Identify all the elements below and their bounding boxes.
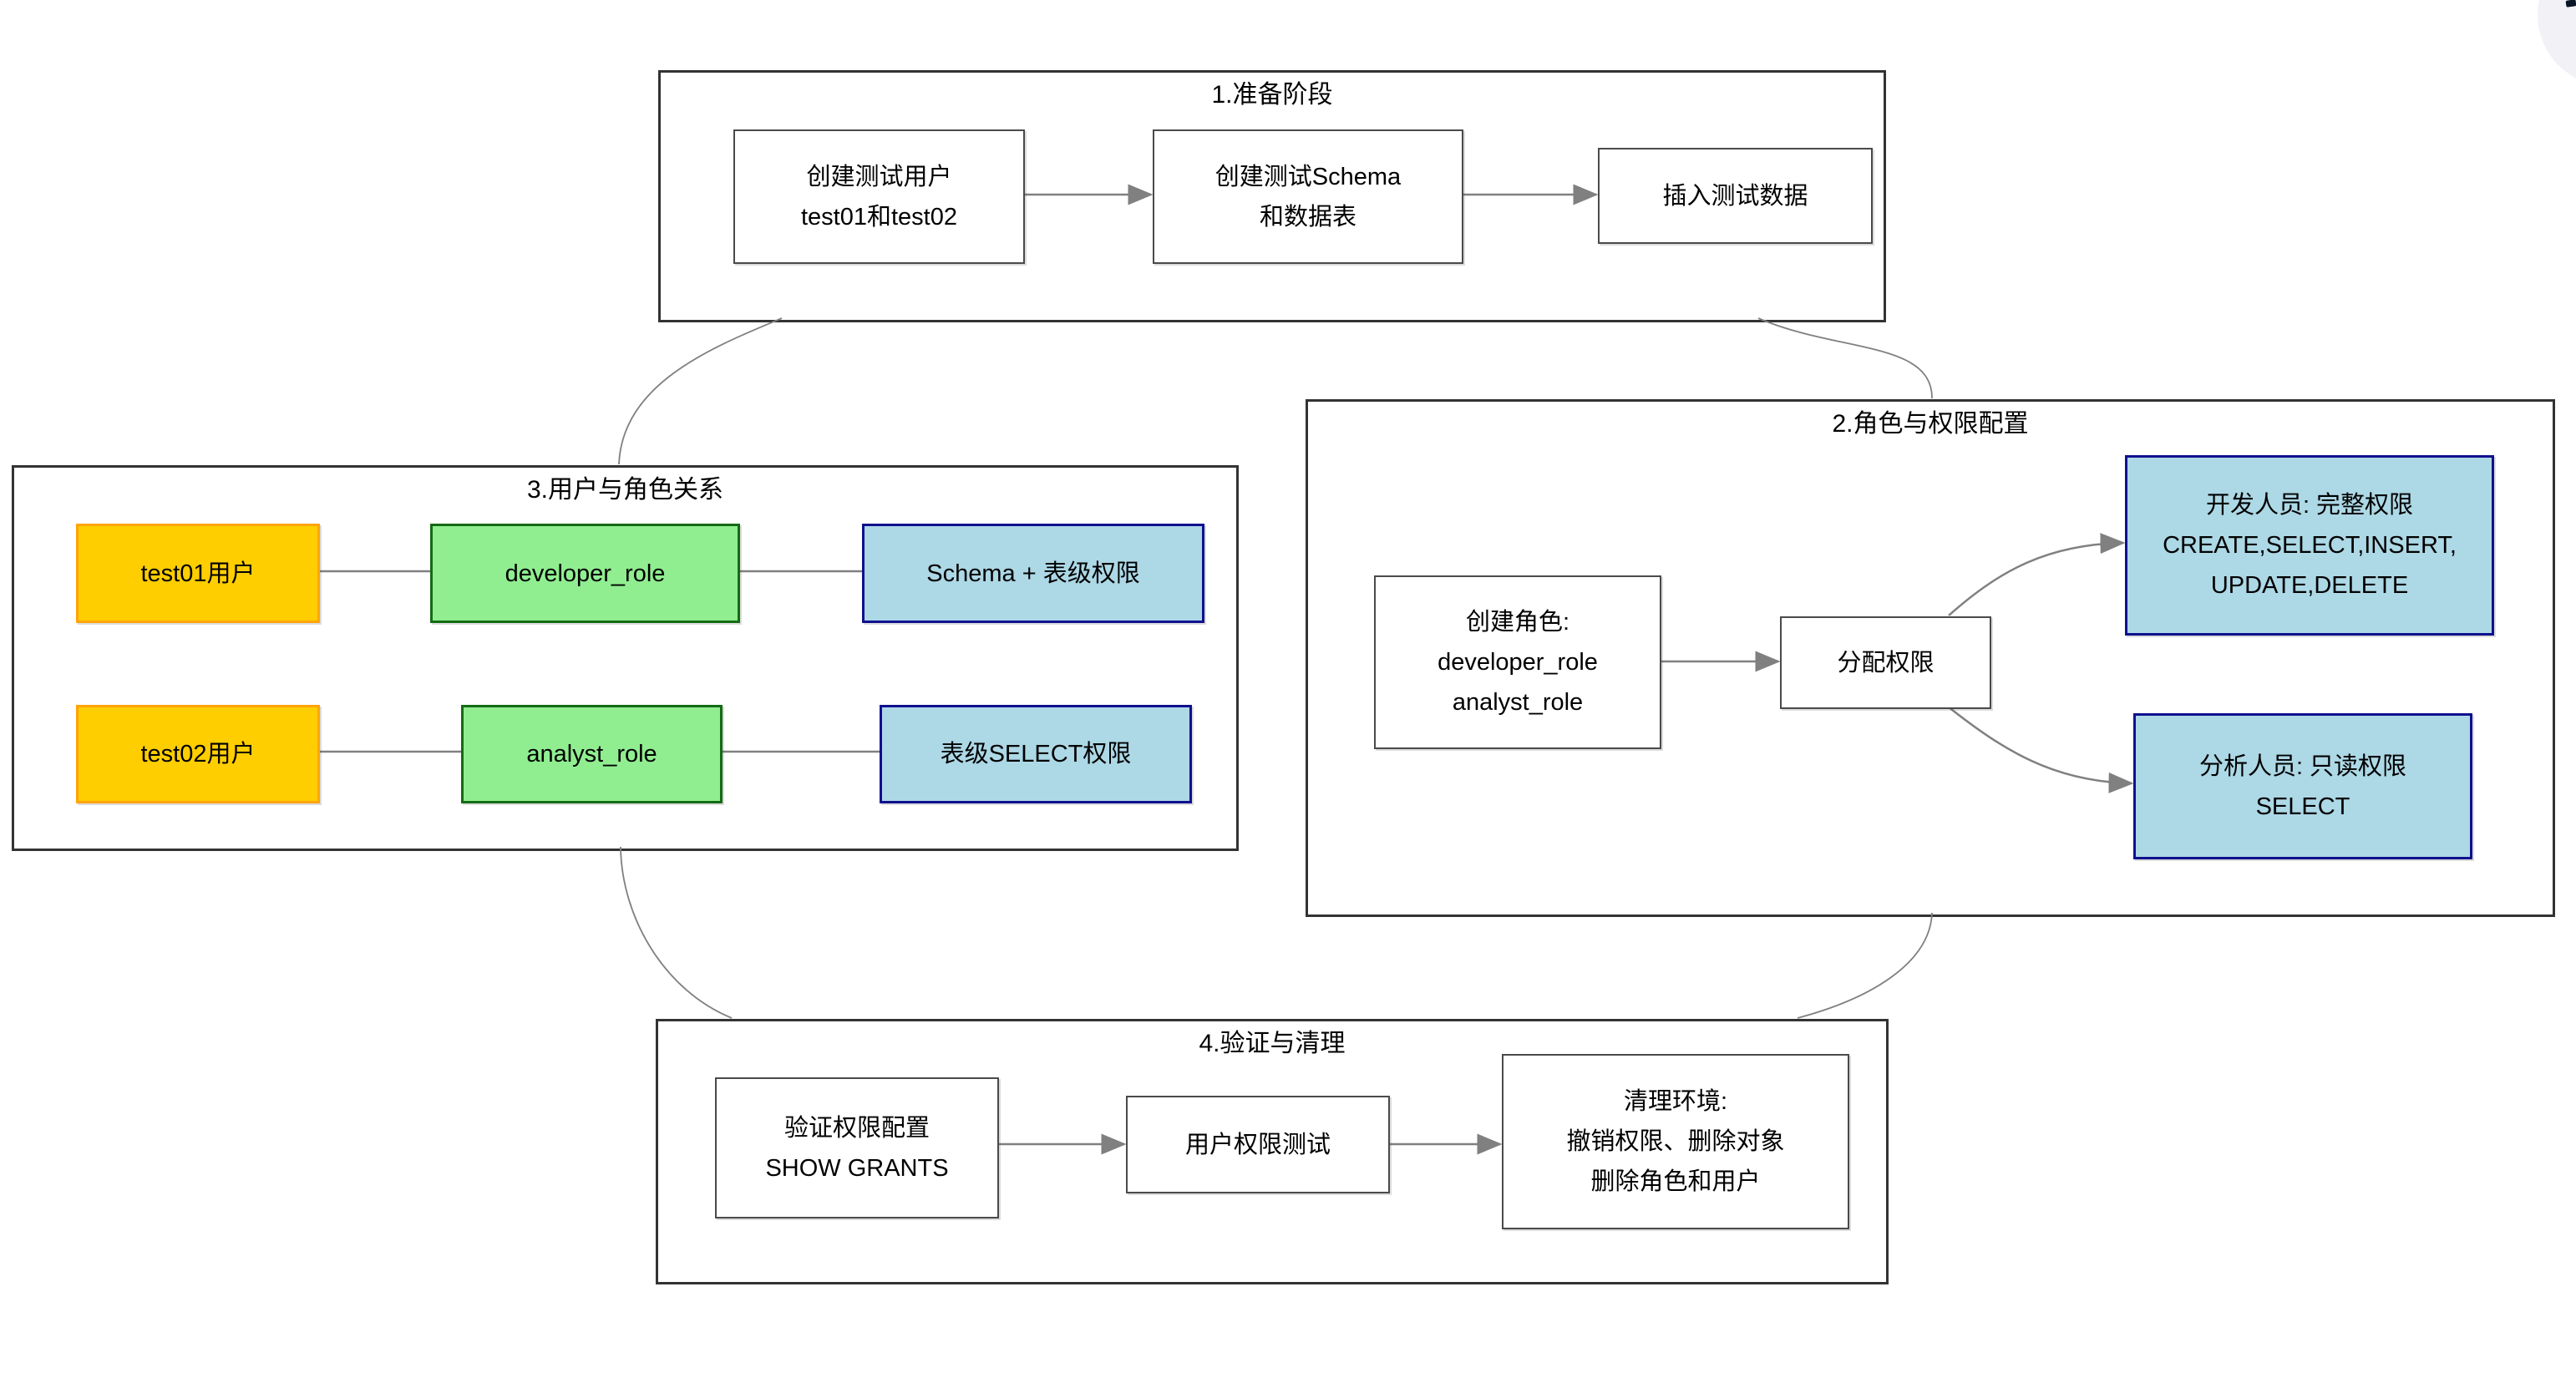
link-s3-to-s4 <box>620 846 733 1019</box>
corner-decoration <box>2538 0 2576 86</box>
node-analyst-role: analyst_role <box>461 705 723 803</box>
node-line: 验证权限配置 <box>783 1114 930 1142</box>
node-line: SHOW GRANTS <box>765 1154 949 1182</box>
section-roles-permissions-title: 2.角色与权限配置 <box>1832 410 2029 438</box>
node-create-test-schema: 创建测试Schema 和数据表 <box>1153 129 1463 264</box>
node-line: 开发人员: 完整权限 <box>2205 492 2414 519</box>
node-line: 创建角色: <box>1465 609 1570 636</box>
node-cleanup-environment: 清理环境: 撤销权限、删除对象 删除角色和用户 <box>1502 1054 1849 1229</box>
node-line: 表级SELECT权限 <box>940 741 1132 768</box>
node-line: 清理环境: <box>1623 1088 1728 1115</box>
node-line: developer_role <box>1438 649 1598 676</box>
section-verify-cleanup: 4.验证与清理 验证权限配置 SHOW GRANTS 用户权限测试 清理环境: … <box>656 1019 1889 1284</box>
node-line: 撤销权限、删除对象 <box>1566 1128 1785 1155</box>
node-table-select-permission: 表级SELECT权限 <box>880 705 1192 803</box>
node-line: SELECT <box>2255 793 2350 820</box>
node-test01-user: test01用户 <box>76 524 320 623</box>
node-line: 删除角色和用户 <box>1590 1168 1761 1195</box>
node-create-test-users: 创建测试用户 test01和test02 <box>733 129 1025 264</box>
node-line: 分配权限 <box>1837 649 1935 676</box>
node-line: Schema + 表级权限 <box>926 560 1140 587</box>
link-s2-to-s4 <box>1797 912 1933 1019</box>
node-line: analyst_role <box>526 741 657 768</box>
node-user-permission-test: 用户权限测试 <box>1126 1096 1390 1193</box>
link-s1-to-s3 <box>618 317 783 465</box>
node-line: UPDATE,DELETE <box>2210 572 2409 599</box>
node-line: 用户权限测试 <box>1184 1131 1331 1158</box>
node-line: 分析人员: 只读权限 <box>2198 752 2407 780</box>
node-test02-user: test02用户 <box>76 705 320 803</box>
node-line: test02用户 <box>140 741 256 768</box>
node-assign-permissions: 分配权限 <box>1780 616 1991 709</box>
node-line: test01用户 <box>140 560 256 587</box>
node-line: test01和test02 <box>801 203 957 231</box>
node-analyst-permissions: 分析人员: 只读权限 SELECT <box>2133 713 2472 859</box>
node-line: 创建测试Schema <box>1214 163 1402 190</box>
node-line: analyst_role <box>1452 689 1584 716</box>
node-schema-table-permission: Schema + 表级权限 <box>862 524 1204 623</box>
node-line: 插入测试数据 <box>1662 182 1808 210</box>
section-preparation: 1.准备阶段 创建测试用户 test01和test02 创建测试Schema 和… <box>658 70 1886 322</box>
section-preparation-title: 1.准备阶段 <box>1211 81 1333 109</box>
node-line: 创建测试用户 <box>806 163 952 190</box>
node-verify-grants: 验证权限配置 SHOW GRANTS <box>715 1077 999 1218</box>
node-line: 和数据表 <box>1259 203 1356 231</box>
section-roles-permissions: 2.角色与权限配置 创建角色: developer_role analyst_r… <box>1306 399 2555 917</box>
node-developer-role: developer_role <box>430 524 740 623</box>
link-s1-to-s2 <box>1757 317 1933 399</box>
node-insert-test-data: 插入测试数据 <box>1598 148 1873 244</box>
node-developer-permissions: 开发人员: 完整权限 CREATE,SELECT,INSERT, UPDATE,… <box>2125 455 2494 636</box>
node-line: CREATE,SELECT,INSERT, <box>2163 532 2457 559</box>
section-user-role-mapping: 3.用户与角色关系 test01用户 developer_role Schema… <box>12 465 1239 851</box>
node-create-roles: 创建角色: developer_role analyst_role <box>1374 575 1661 749</box>
section-verify-cleanup-title: 4.验证与清理 <box>1199 1030 1346 1057</box>
node-line: developer_role <box>505 560 666 587</box>
section-user-role-mapping-title: 3.用户与角色关系 <box>526 476 724 504</box>
